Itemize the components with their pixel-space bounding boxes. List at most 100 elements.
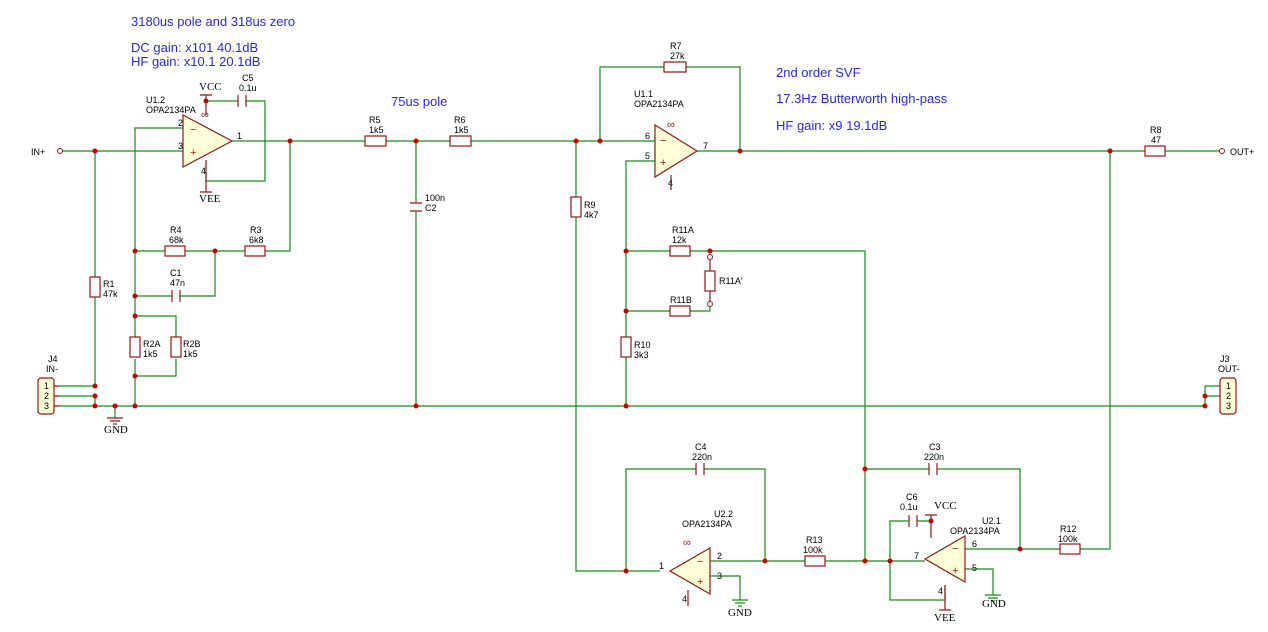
u12-pin-1: 1 <box>237 131 242 141</box>
capacitor-c2[interactable]: 100n C2 <box>410 193 445 213</box>
resistor-r3[interactable]: R3 6k8 <box>244 225 266 257</box>
resistor-r11a-prime[interactable]: R11A' <box>704 254 743 307</box>
note-pole-zero: 3180us pole and 318us zero <box>131 14 295 29</box>
resistor-r4[interactable]: R4 68k <box>164 225 186 257</box>
j4-ref: J4 <box>48 354 58 364</box>
j4-value: IN- <box>46 364 58 374</box>
gnd-label-input: GND <box>104 424 128 436</box>
u22-plus-sign: + <box>697 576 703 588</box>
resistor-r11b[interactable]: R11B <box>669 295 692 317</box>
j3-value: OUT- <box>1218 364 1240 374</box>
r11a-value: 12k <box>672 235 687 245</box>
gnd-symbol-u21: GND <box>982 594 1006 610</box>
c3-ref: C3 <box>929 442 941 452</box>
r5-value: 1k5 <box>369 125 384 135</box>
resistor-r1[interactable]: R1 47k <box>89 276 118 299</box>
r3-ref: R3 <box>250 225 262 235</box>
j3-ref: J3 <box>1220 354 1230 364</box>
u11-inf-sign: ∞ <box>667 119 675 131</box>
u12-plus-sign: + <box>190 147 196 159</box>
r7-ref: R7 <box>670 41 682 51</box>
connector-j3[interactable]: J3 OUT- 1 2 3 <box>1218 354 1240 415</box>
u21-pin-7: 7 <box>914 551 919 561</box>
resistor-r8[interactable]: R8 47 <box>1144 125 1166 157</box>
u21-ref: U2.1 <box>982 516 1001 526</box>
port-in-plus[interactable]: IN+ <box>31 147 63 157</box>
r11b-ref: R11B <box>670 295 692 305</box>
r1-ref: R1 <box>103 279 115 289</box>
u12-ref: U1.2 <box>146 95 165 105</box>
gnd-label-u21: GND <box>982 598 1006 610</box>
capacitor-c3[interactable]: C3 220n <box>924 442 944 475</box>
c5-value: 0.1u <box>239 83 257 93</box>
u12-minus-sign: − <box>190 124 196 136</box>
u21-plus-sign: + <box>952 565 958 577</box>
opamp-u12[interactable]: − + ∞ U1.2 OPA2134PA 2 3 1 4 <box>146 95 242 176</box>
resistor-r13[interactable]: R13 100k <box>803 535 826 567</box>
port-out-plus-label: OUT+ <box>1230 147 1254 157</box>
r8-value: 47 <box>1151 135 1161 145</box>
r13-value: 100k <box>803 545 823 555</box>
r2b-value: 1k5 <box>183 349 198 359</box>
resistor-r7[interactable]: R7 27k <box>663 41 687 73</box>
u11-minus-sign: − <box>660 135 666 147</box>
resistor-r11a[interactable]: R11A 12k <box>669 225 694 257</box>
resistor-r2a[interactable]: R2A 1k5 <box>129 336 161 359</box>
u11-ref: U1.1 <box>634 89 653 99</box>
u12-pin-3: 3 <box>178 141 183 151</box>
c2-value: 100n <box>425 193 445 203</box>
r6-ref: R6 <box>454 115 466 125</box>
j4-pin-1: 1 <box>44 381 49 391</box>
u11-pin-6: 6 <box>645 131 650 141</box>
r13-ref: R13 <box>806 535 823 545</box>
c4-ref: C4 <box>695 442 707 452</box>
r2a-value: 1k5 <box>143 349 158 359</box>
resistor-r2b[interactable]: R2B 1k5 <box>170 336 201 359</box>
capacitor-c1[interactable]: C1 47n <box>170 268 185 302</box>
port-out-plus[interactable]: OUT+ <box>1219 147 1255 157</box>
c6-value: 0.1u <box>900 502 918 512</box>
u22-value: OPA2134PA <box>682 519 732 529</box>
port-in-plus-label: IN+ <box>31 147 45 157</box>
note-butterworth: 17.3Hz Butterworth high-pass <box>776 91 948 106</box>
opamp-u11[interactable]: − + ∞ U1.1 OPA2134PA 6 5 7 4 <box>634 89 708 190</box>
u21-pin-5: 5 <box>972 563 977 573</box>
resistor-r9[interactable]: R9 4k7 <box>570 196 599 220</box>
note-hf-gain-1: HF gain: x10.1 20.1dB <box>131 54 260 69</box>
r10-value: 3k3 <box>634 350 649 360</box>
opamp-u21[interactable]: − + U2.1 OPA2134PA 7 6 5 4 <box>914 516 1001 596</box>
capacitor-c6[interactable]: C6 0.1u <box>900 492 918 527</box>
u12-inf-sign: ∞ <box>201 109 209 121</box>
connector-j4[interactable]: J4 IN- 1 2 3 <box>37 354 60 415</box>
vee-symbol-u21: VEE <box>934 585 956 624</box>
u22-pin-1: 1 <box>659 561 664 571</box>
u21-minus-sign: − <box>952 543 958 555</box>
capacitor-c5[interactable]: C5 0.1u <box>237 73 257 107</box>
resistor-r5[interactable]: R5 1k5 <box>364 115 387 147</box>
note-svf: 2nd order SVF <box>776 65 861 80</box>
r10-ref: R10 <box>634 340 651 350</box>
c5-ref: C5 <box>242 73 254 83</box>
r2a-ref: R2A <box>143 339 161 349</box>
u21-pin-6: 6 <box>972 539 977 549</box>
capacitor-c4[interactable]: C4 220n <box>692 442 712 475</box>
r9-ref: R9 <box>584 200 596 210</box>
r7-value: 27k <box>670 51 685 61</box>
resistor-r6[interactable]: R6 1k5 <box>449 115 472 147</box>
opamp-u22[interactable]: − + ∞ U2.2 OPA2134PA 1 2 3 4 <box>659 509 733 606</box>
note-75us-pole: 75us pole <box>391 94 447 109</box>
gnd-label-u22: GND <box>728 607 752 619</box>
r11a-ref: R11A <box>672 225 694 235</box>
u22-ref: U2.2 <box>714 509 733 519</box>
resistor-r12[interactable]: R12 100k <box>1058 524 1081 555</box>
c3-value: 220n <box>924 452 944 462</box>
u22-pin-2: 2 <box>717 551 722 561</box>
resistor-r10[interactable]: R10 3k3 <box>620 336 651 360</box>
u22-inf-sign: ∞ <box>683 537 691 549</box>
wires <box>60 66 1220 601</box>
j3-pin-3: 3 <box>1226 401 1231 411</box>
r1-value: 47k <box>103 289 118 299</box>
r9-value: 4k7 <box>584 210 599 220</box>
vee-label-u12: VEE <box>199 193 221 205</box>
vee-label-u21: VEE <box>934 612 956 624</box>
